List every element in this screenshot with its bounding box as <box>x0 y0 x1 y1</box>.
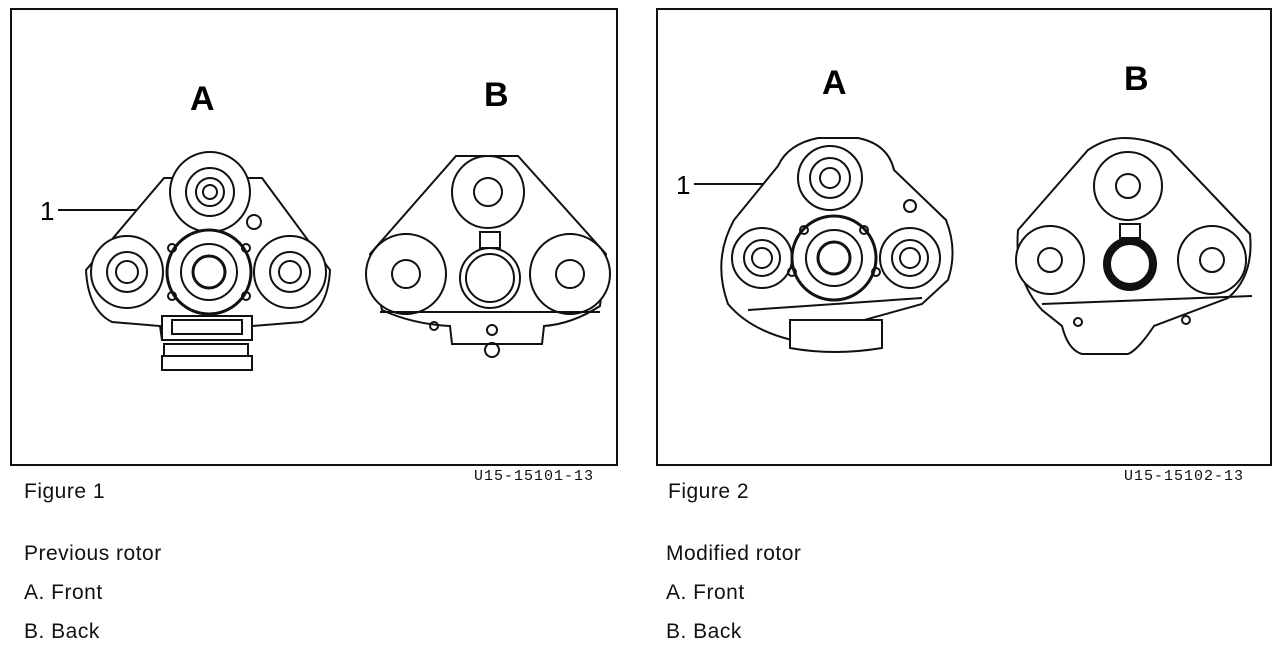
figure-1-code: U15-15101-13 <box>474 468 595 485</box>
figure-1-frame: A B 1 <box>10 8 618 466</box>
figure-2-illustration: A B 1 <box>676 60 1253 355</box>
figure-1-title: Previous rotor <box>24 542 162 565</box>
figure-2-rotor-front <box>720 137 954 353</box>
figure-2-code: U15-15102-13 <box>1124 468 1245 485</box>
figure-2-item-b: B. Back <box>666 620 742 643</box>
figure-1-callout-1: 1 <box>40 196 54 226</box>
figure-2-view-b-label: B <box>1124 60 1149 98</box>
figure-2-frame: A B 1 <box>656 8 1272 466</box>
figure-2-item-a: A. Front <box>666 581 745 604</box>
figure-1-view-b-label: B <box>484 76 509 114</box>
figure-2-view-a-label: A <box>822 64 847 102</box>
figure-2-callout-1: 1 <box>676 170 690 200</box>
figure-2-caption: Figure 2 <box>668 480 750 503</box>
figure-2-rotor-back <box>1015 136 1253 355</box>
figure-1-rotor-back <box>365 155 611 358</box>
figure-1-illustration: A B 1 <box>40 76 611 371</box>
figure-1-rotor-front <box>84 151 332 371</box>
figure-1-item-b: B. Back <box>24 620 100 643</box>
figure-1-item-a: A. Front <box>24 581 103 604</box>
figure-1-view-a-label: A <box>190 80 215 118</box>
figure-2-title: Modified rotor <box>666 542 802 565</box>
figure-1-caption: Figure 1 <box>24 480 106 503</box>
